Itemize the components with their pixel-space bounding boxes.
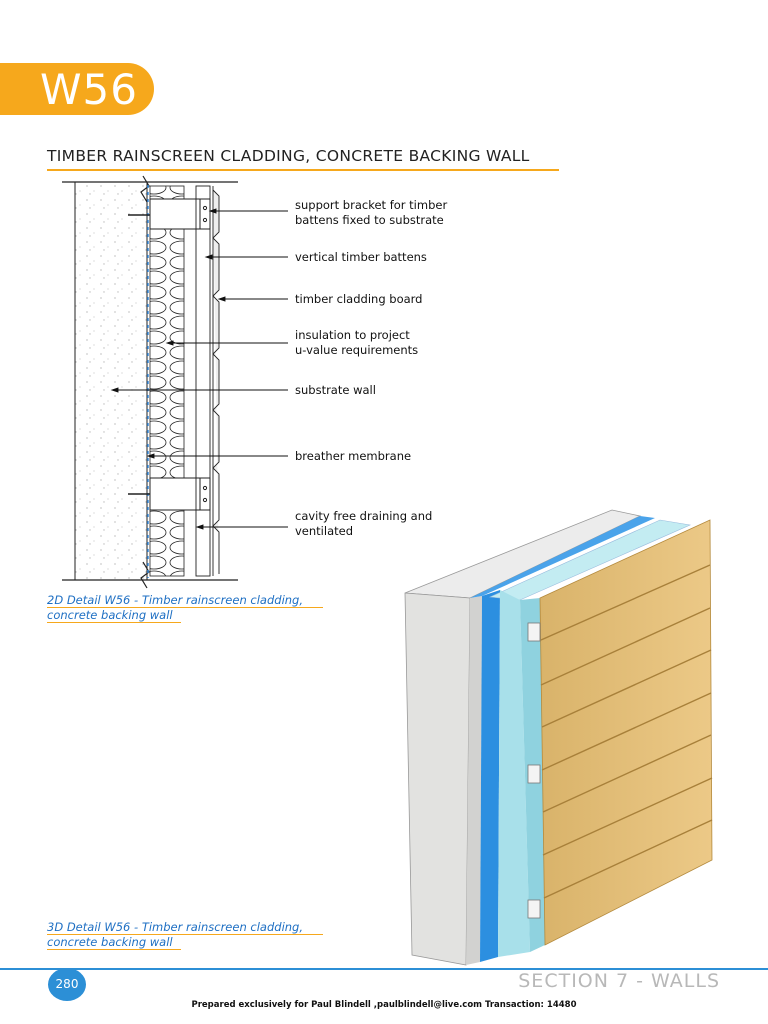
label-breather-membrane: breather membrane (295, 449, 412, 463)
label-vertical-battens: vertical timber battens (295, 250, 427, 264)
label-cavity-1: cavity free draining and (295, 509, 433, 523)
label-support-bracket-2: battens fixed to substrate (295, 213, 444, 227)
caption-2d-underline (47, 607, 323, 609)
section-title: SECTION 7 - WALLS (518, 970, 720, 992)
detail-code: W56 (40, 65, 138, 114)
footer-divider (0, 968, 768, 970)
caption-3d-underline-2 (47, 949, 181, 951)
prepared-for-note: Prepared exclusively for Paul Blindell ,… (191, 1000, 577, 1010)
label-cavity-2: ventilated (295, 524, 353, 538)
caption-3d-line1: 3D Detail W56 - Timber rainscreen claddi… (47, 920, 304, 934)
label-insulation-1: insulation to project (295, 328, 410, 342)
caption-3d-underline (47, 934, 323, 936)
caption-2d-line2: concrete backing wall (47, 608, 173, 622)
label-substrate-wall: substrate wall (295, 383, 376, 397)
label-insulation-2: u-value requirements (295, 343, 419, 357)
label-support-bracket-1: support bracket for timber (295, 198, 448, 212)
caption-2d-underline-2 (47, 622, 181, 624)
title-underline (47, 169, 559, 171)
page-title: TIMBER RAINSCREEN CLADDING, CONCRETE BAC… (47, 147, 530, 165)
header-tab (0, 63, 154, 115)
caption-3d-line2: concrete backing wall (47, 935, 173, 949)
caption-2d-line1: 2D Detail W56 - Timber rainscreen claddi… (47, 593, 304, 607)
page-number: 280 (48, 968, 86, 1001)
label-cladding-board: timber cladding board (295, 292, 423, 306)
